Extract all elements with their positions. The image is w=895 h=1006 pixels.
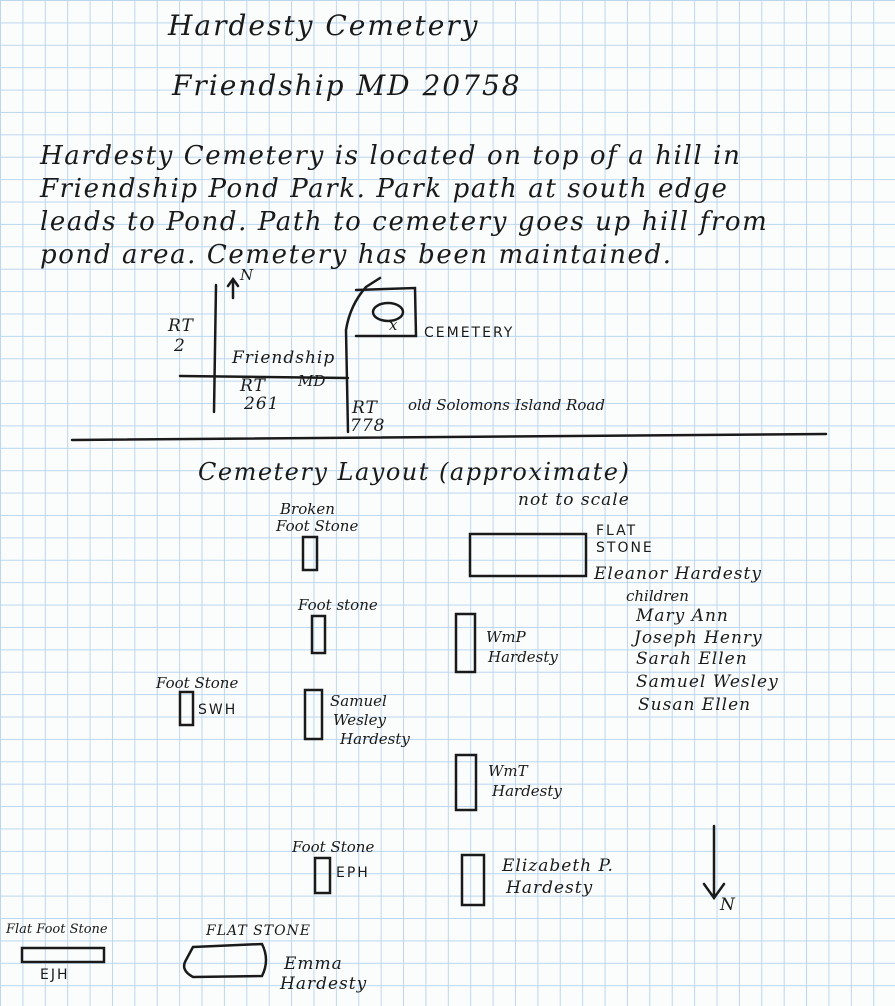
child-5-label: Susan Ellen	[638, 695, 752, 715]
flat-foot-stone-label: Flat Foot Stone	[6, 922, 108, 937]
layout-subtitle: not to scale	[518, 490, 630, 510]
layout-north-label: N	[720, 895, 736, 915]
emma-label-1: Emma	[284, 954, 343, 974]
layout-title: Cemetery Layout (approximate)	[198, 458, 631, 486]
description-line-1: Hardesty Cemetery is located on top of a…	[40, 141, 742, 171]
road-rt778	[344, 276, 382, 434]
location-map	[178, 276, 418, 434]
cemetery-area	[354, 286, 418, 338]
flat-stone-label-1: FLAT	[596, 523, 638, 539]
samuel-label-2: Wesley	[333, 711, 386, 729]
section-divider	[70, 432, 828, 442]
foot-stone	[310, 614, 327, 655]
map-rt2-label: RT	[168, 316, 194, 336]
wmt-label-2: Hardesty	[492, 782, 562, 800]
child-2-label: Joseph Henry	[634, 628, 763, 648]
child-1-label: Mary Ann	[636, 606, 729, 626]
child-4-label: Samuel Wesley	[636, 672, 779, 692]
wmt-stone	[454, 753, 478, 812]
eph-foot-stone	[313, 856, 332, 895]
layout-north-arrow-icon	[702, 824, 726, 901]
wmt-label-1: WmT	[488, 762, 528, 780]
description-line-3: leads to Pond. Path to cemetery goes up …	[40, 207, 769, 237]
north-arrow-icon	[226, 276, 240, 300]
ejh-label: EJH	[40, 967, 70, 983]
map-north-label: N	[240, 266, 254, 284]
flat-stone-label-2: STONE	[596, 540, 654, 556]
elizabeth-stone	[460, 853, 486, 907]
map-rt261-number: 261	[244, 394, 280, 414]
wmp-stone	[454, 612, 477, 674]
road-rt2	[212, 283, 218, 414]
map-cemetery-label: CEMETERY	[424, 325, 515, 341]
map-old-road-label: old Solomons Island Road	[408, 396, 605, 414]
description-line-4: pond area. Cemetery has been maintained.	[40, 240, 673, 270]
broken-foot-stone-label-1: Broken	[280, 500, 335, 518]
broken-foot-stone	[301, 535, 319, 572]
emma-flat-stone	[182, 942, 268, 979]
child-3-label: Sarah Ellen	[636, 649, 748, 669]
eph-foot-stone-label: Foot Stone	[292, 838, 375, 856]
map-town-label: Friendship	[232, 348, 336, 368]
swh-foot-stone	[178, 690, 195, 727]
pond-icon	[371, 301, 405, 323]
map-rt778-number: 778	[350, 416, 386, 436]
samuel-label-3: Hardesty	[340, 730, 410, 748]
children-label: children	[626, 587, 689, 605]
wmp-label-2: Hardesty	[488, 648, 558, 666]
road-rt261	[178, 374, 350, 380]
foot-stone-label: Foot stone	[298, 596, 378, 614]
eleanor-flat-stone	[468, 532, 588, 578]
eleanor-label: Eleanor Hardesty	[594, 564, 762, 584]
ejh-flat-foot-stone	[20, 946, 106, 964]
elizabeth-label-2: Hardesty	[506, 878, 594, 898]
map-rt2-number: 2	[174, 336, 186, 356]
page-title: Hardesty Cemetery	[168, 9, 480, 42]
samuel-wesley-stone	[303, 688, 324, 741]
description-line-2: Friendship Pond Park. Park path at south…	[40, 174, 729, 204]
samuel-label-1: Samuel	[330, 692, 387, 710]
map-rt261-label: RT	[240, 376, 266, 396]
flat-stone-emma-label: FLAT STONE	[206, 923, 312, 939]
swh-label: SWH	[198, 702, 238, 718]
eph-label: EPH	[336, 865, 370, 881]
emma-label-2: Hardesty	[280, 974, 368, 994]
swh-foot-stone-label: Foot Stone	[156, 674, 239, 692]
broken-foot-stone-label-2: Foot Stone	[276, 517, 359, 535]
page-location: Friendship MD 20758	[172, 69, 522, 102]
elizabeth-label-1: Elizabeth P.	[502, 856, 614, 876]
map-state-label: MD	[298, 372, 326, 390]
wmp-label-1: WmP	[486, 628, 526, 646]
map-cemetery-mark: x	[389, 316, 398, 334]
map-rt778-label: RT	[352, 398, 378, 418]
